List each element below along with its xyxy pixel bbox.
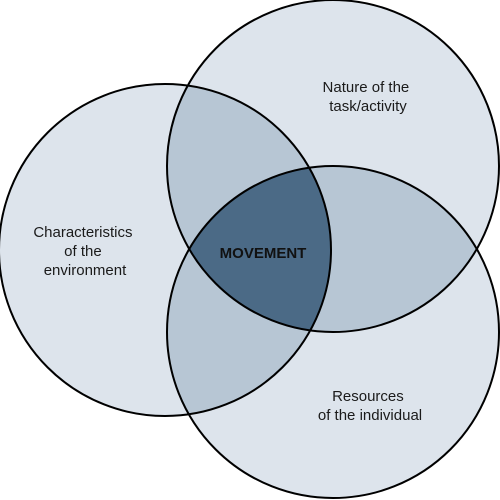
label-task-line-1: Nature of the <box>323 79 410 96</box>
label-individual-line-2: of the individual <box>318 407 422 424</box>
label-environment-line-2: of the <box>64 243 102 260</box>
overlap-center <box>167 166 331 332</box>
label-environment-line-1: Characteristics <box>33 224 132 241</box>
label-task: Nature of the task/activity <box>323 79 414 115</box>
overlap-task-environment <box>167 84 331 332</box>
label-environment: Characteristics of the environment <box>33 224 136 279</box>
circle-individual-outline <box>166 165 500 499</box>
label-individual-line-1: Resources <box>332 388 404 405</box>
label-individual: Resources of the individual <box>318 388 422 424</box>
label-environment-line-3: environment <box>44 262 127 279</box>
circle-task-outline <box>166 0 500 333</box>
label-movement: MOVEMENT <box>220 245 307 262</box>
label-task-line-2: task/activity <box>329 98 407 115</box>
circle-environment-outline <box>0 83 332 417</box>
